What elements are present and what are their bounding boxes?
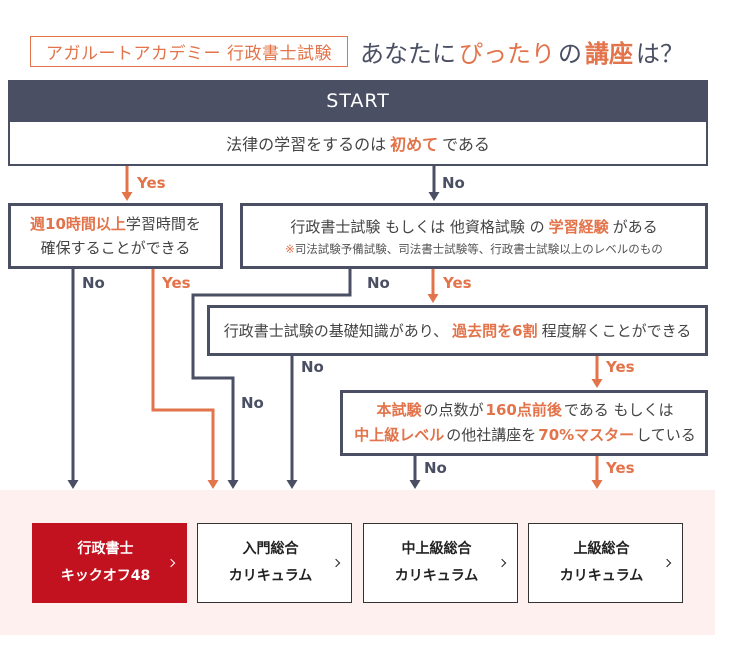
note-mark: ※ [285,241,295,256]
title-tail: は？ [636,39,684,68]
q2b-note: ※司法試験予備試験、司法書士試験等、行政書士試験以上のレベルのもの [285,241,663,257]
course-button-advanced[interactable]: 上級総合 カリキュラム [528,523,683,603]
q4-line2-tail: している [636,426,696,444]
course-button-introductory[interactable]: 入門総合 カリキュラム [197,523,352,603]
course-button-intermediate-advanced[interactable]: 中上級総合 カリキュラム [363,523,518,603]
q1-before: 法律の学習をするのは [226,135,387,154]
q1-highlight: 初めて [390,135,439,154]
course-line2: カリキュラム [394,568,479,584]
q2b-line1: 行政書士試験 もしくは 他資格試験 の学習経験がある [290,216,657,237]
title-highlight-course: 講座 [585,39,633,68]
label-q2a-no: No [82,274,105,292]
q2b-highlight: 学習経験 [548,217,609,236]
chevron-right-icon [331,558,341,568]
course-line2: キックオフ48 [60,568,151,584]
label-q4-no: No [424,459,447,477]
question-study-experience: 行政書士試験 もしくは 他資格試験 の学習経験がある ※司法試験予備試験、司法書… [240,203,708,269]
question-text: 法律の学習をするのは初めてである [226,131,490,155]
q4-line1-tail: である もしくは [563,401,674,419]
course-line1: 行政書士 [77,541,134,557]
q4-line1-highlight1: 本試験 [376,401,422,419]
q2b-after: がある [612,217,658,236]
question-first-time-law: 法律の学習をするのは初めてである [8,122,708,166]
q3-highlight: 過去問を6割 [452,322,538,340]
arrow-q2b-no [191,269,352,489]
title-highlight-fit: ぴったり [459,39,555,68]
flow-start: START [8,80,708,122]
label-q4-yes: Yes [606,459,635,477]
q3-line: 行政書士試験の基礎知識があり、過去問を6割程度解くことができる [224,320,692,341]
course-line1: 入門総合 [242,541,299,557]
course-line1: 中上級総合 [401,541,472,557]
q2a-line1: 週10時間以上学習時間を [30,212,201,236]
arrow-q2a-yes [151,269,219,489]
label-q1-yes: Yes [137,174,166,192]
q4-line2-mid: の他社講座を [446,426,537,444]
title-mid: の [558,39,582,68]
course-line2: カリキュラム [559,568,644,584]
q3-before: 行政書士試験の基礎知識があり、 [223,322,449,340]
course-button-kickoff48[interactable]: 行政書士 キックオフ48 [32,523,187,603]
question-basic-knowledge: 行政書士試験の基礎知識があり、過去問を6割程度解くことができる [207,305,708,356]
label-q2b-no: No [367,274,390,292]
note-text: 司法試験予備試験、司法書士試験等、行政書士試験以上のレベルのもの [294,241,663,256]
label-q3-no: No [301,358,324,376]
brand-label: アガルートアカデミー 行政書士試験 [30,36,348,67]
title-lead: あなたに [360,39,456,68]
course-section: 行政書士 キックオフ48 入門総合 カリキュラム 中上級総合 カリキュラム 上級… [0,490,715,635]
q4-line1-mid: の点数が [423,401,484,419]
label-q2b-no-lower: No [241,394,264,412]
chevron-right-icon [497,558,507,568]
chevron-right-icon [662,558,672,568]
q3-after: 程度解くことができる [541,322,692,340]
label-q3-yes: Yes [606,358,635,376]
chevron-right-icon [166,558,176,568]
q2a-line2: 確保することができる [40,239,191,257]
q2a-rest: 学習時間を [125,215,201,233]
q1-after: である [442,135,490,154]
q4-line2-highlight1: 中上級レベル [354,426,445,444]
q2b-before: 行政書士試験 もしくは 他資格試験 の [290,217,545,236]
question-study-hours: 週10時間以上学習時間を 確保することができる [8,203,223,269]
page-title: あなたに ぴったり の 講座 は？ [360,33,684,69]
q4-line2-highlight2: 70%マスター [538,426,635,444]
label-q2b-yes: Yes [443,274,472,292]
q4-line1-highlight2: 160点前後 [485,401,562,419]
q2a-highlight: 週10時間以上 [30,215,126,233]
label-q1-no: No [442,174,465,192]
course-line2: カリキュラム [228,568,313,584]
label-q2a-yes: Yes [162,274,191,292]
course-line1: 上級総合 [573,541,630,557]
